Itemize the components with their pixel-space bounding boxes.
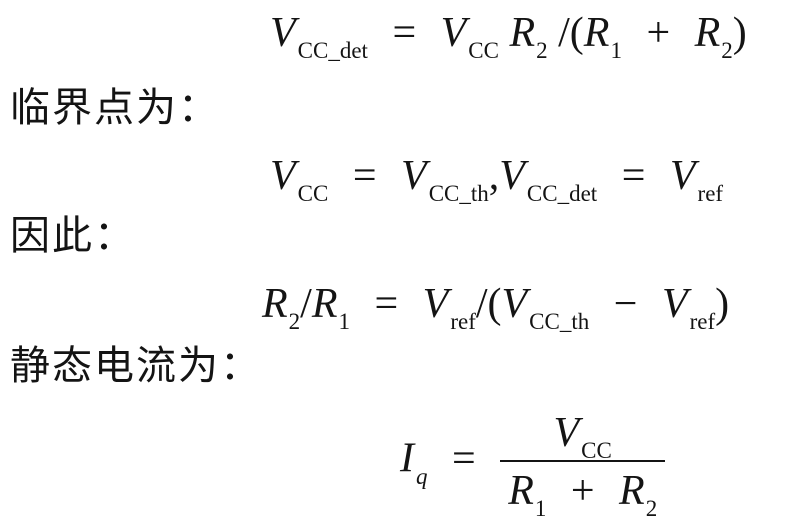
var: R	[619, 468, 645, 514]
var: V	[270, 10, 296, 56]
var: R	[694, 10, 721, 56]
subscript: CC_det	[297, 38, 368, 63]
equation-resistor-ratio: R2/R1 = Vref/(VCC_th − Vref)	[262, 281, 730, 333]
denominator: R1 + R2	[500, 460, 666, 520]
subscript: q	[416, 463, 428, 489]
operator: /(	[558, 10, 584, 56]
var: V	[669, 153, 696, 199]
equation-vcc-det: VCC_det = VCC R2 /(R1 + R2)	[270, 10, 747, 62]
subscript: ref	[450, 309, 476, 334]
subscript: 2	[536, 38, 548, 63]
var: V	[501, 281, 528, 327]
operator: )	[732, 10, 747, 56]
plus-sign: +	[570, 468, 595, 514]
comma: ,	[488, 153, 500, 199]
subscript: CC_det	[526, 181, 598, 206]
subscript: CC_th	[428, 181, 489, 206]
fraction: VCC R1 + R2	[500, 410, 666, 520]
subscript: CC	[468, 38, 499, 63]
var: V	[270, 153, 296, 199]
subscript: CC	[581, 438, 612, 463]
var: R	[311, 281, 338, 327]
var: R	[262, 281, 288, 327]
label-quiescent-current: 静态电流为：	[10, 343, 262, 389]
label-critical-point: 临界点为：	[10, 85, 220, 131]
equals-sign: =	[452, 435, 476, 482]
subscript: CC_th	[529, 309, 590, 334]
var: V	[401, 153, 427, 199]
var: V	[422, 281, 449, 327]
equals-sign: =	[392, 10, 417, 56]
subscript: CC	[297, 181, 329, 206]
equals-sign: =	[352, 153, 377, 199]
subscript: 1	[338, 309, 350, 334]
subscript: ref	[689, 309, 716, 334]
label-therefore: 因此：	[10, 213, 136, 259]
var: V	[499, 153, 525, 199]
subscript: 2	[645, 496, 658, 521]
subscript: 1	[610, 38, 622, 63]
var: R	[509, 10, 536, 56]
operator: /(	[475, 281, 502, 327]
equation-critical-point: VCC = VCC_th,VCC_det = Vref	[270, 153, 723, 205]
subscript: 2	[721, 38, 733, 63]
var: I	[400, 435, 414, 482]
subscript: 2	[288, 309, 301, 334]
subscript: ref	[697, 181, 724, 206]
var: R	[508, 468, 534, 514]
equals-sign: =	[621, 153, 646, 199]
var: R	[583, 10, 610, 56]
operator: )	[715, 281, 730, 327]
var: V	[440, 10, 467, 56]
numerator: VCC	[546, 410, 620, 463]
equals-sign: =	[374, 281, 399, 327]
plus-sign: +	[646, 10, 671, 56]
equation-quiescent-current: Iq = VCC R1 + R2	[400, 410, 666, 520]
minus-sign: −	[613, 281, 638, 327]
var: V	[661, 281, 688, 327]
subscript: 1	[534, 496, 547, 521]
var: V	[553, 410, 580, 456]
operator: /	[300, 281, 312, 327]
